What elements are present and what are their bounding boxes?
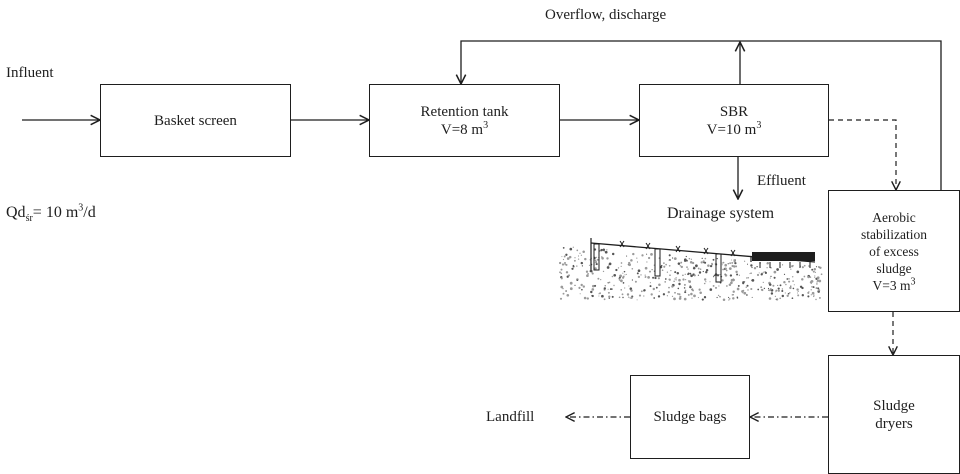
excess-sludge-dashed-arrow — [829, 119, 896, 190]
aerobic-volume: V=3 m3 — [872, 276, 916, 293]
basket-screen-box: Basket screen — [100, 84, 291, 157]
sbr-volume: V=10 m3 — [706, 119, 762, 138]
flow-subscript: śr — [25, 213, 33, 225]
overflow-return-line — [461, 40, 942, 190]
aerobic-line-1: Aerobic — [872, 209, 916, 225]
drainage-system-label: Drainage system — [667, 205, 775, 222]
overflow-discharge-label: Overflow, discharge — [545, 7, 667, 23]
sbr-label: SBR — [719, 103, 749, 120]
sbr-box: SBR V=10 m3 — [639, 84, 829, 157]
influent-label: Influent — [6, 65, 54, 81]
flow-superscript: 3 — [78, 202, 84, 214]
retention-tank-label: Retention tank — [420, 103, 509, 120]
sludge-dryers-line-1: Sludge — [873, 397, 915, 414]
flow-prefix: Qd — [6, 204, 26, 221]
flow-value: = 10 m — [32, 204, 79, 221]
drainage-illustration — [558, 238, 823, 301]
sludge-bags-label: Sludge bags — [653, 409, 727, 425]
landfill-label: Landfill — [486, 409, 535, 425]
gravel-texture — [558, 246, 823, 301]
flow-suffix: /d — [83, 204, 96, 221]
aerobic-line-2: stabilization — [861, 226, 927, 242]
sludge-dryers-box: Sludge dryers — [828, 355, 960, 474]
aerobic-line-4: sludge — [876, 260, 912, 276]
basket-screen-label: Basket screen — [154, 112, 237, 129]
flow-rate-label: Qdśr= 10 m3/d — [6, 202, 96, 225]
retention-tank-volume: V=8 m3 — [440, 119, 489, 138]
aerobic-stabilization-box: Aerobic stabilization of excess sludge V… — [828, 190, 960, 312]
aerobic-line-3: of excess — [869, 243, 919, 259]
retention-tank-box: Retention tank V=8 m3 — [369, 84, 560, 157]
sludge-bags-box: Sludge bags — [630, 375, 750, 459]
effluent-label: Effluent — [757, 173, 806, 189]
sludge-dryers-line-2: dryers — [875, 415, 913, 432]
